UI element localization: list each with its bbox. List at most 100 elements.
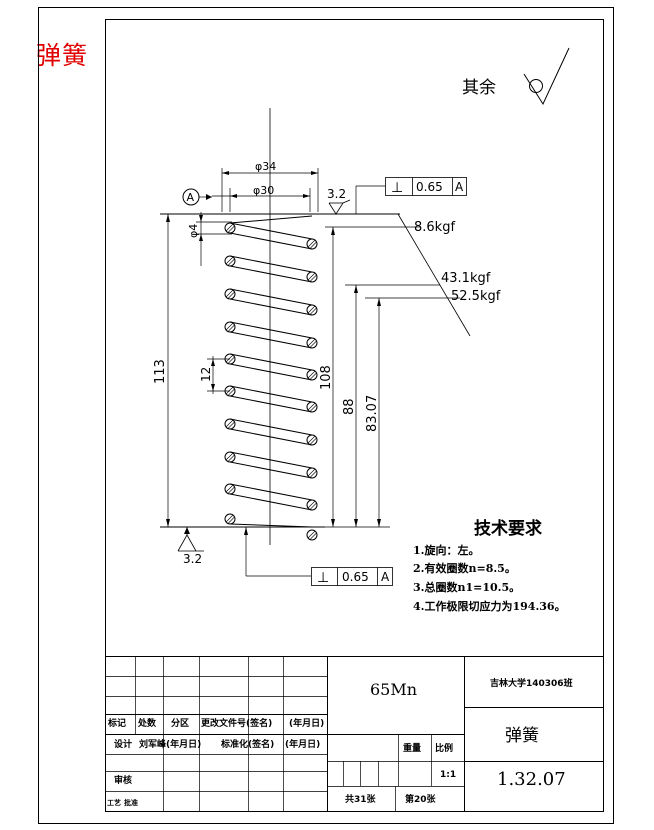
tb-review-label: 审核 <box>114 774 132 786</box>
tb-school: 吉林大学140306班 <box>490 677 573 689</box>
coil-strand <box>229 428 313 446</box>
tech-requirement-item: 3.总圈数n1=10.5。 <box>413 580 520 594</box>
tb-weight-label: 重量 <box>403 742 421 754</box>
tb-scale-label: 比例 <box>435 742 453 754</box>
coil-section-left <box>224 483 236 495</box>
coil-section-left <box>224 321 236 333</box>
coil-strand <box>229 493 313 511</box>
outer-diameter-text: φ34 <box>255 160 276 173</box>
coil-section-right <box>306 238 318 250</box>
page-title: 弹簧 <box>36 41 89 70</box>
tolerance-frame-top: ⊥ 0.65 A <box>355 177 467 214</box>
tb-date2-label: (年月日) <box>285 738 320 750</box>
tb-approve-label: 批准 <box>124 798 138 807</box>
coil-strand <box>229 353 313 371</box>
tb-change-doc-label: 更改文件号(签名) <box>201 717 272 729</box>
tolerance-top-symbol: ⊥ <box>391 180 403 196</box>
tolerance-top-value: 0.65 <box>416 180 443 194</box>
coil-strand <box>229 483 313 501</box>
tech-requirement-item: 1.旋向：左。 <box>413 543 479 557</box>
wire-diameter-text: φ4 <box>187 224 200 238</box>
coil-strand <box>229 255 313 273</box>
coil-strand <box>229 418 313 436</box>
inner-diameter-text: φ30 <box>253 184 274 197</box>
tb-part-name: 弹簧 <box>505 726 539 746</box>
tolerance-top-datum: A <box>455 180 464 194</box>
dimension-pitch: 12 <box>199 356 230 394</box>
inner-border <box>105 19 604 812</box>
tb-process-label: 工艺 <box>107 798 121 807</box>
dimension-wire-diameter: φ4 <box>187 212 232 266</box>
tb-date1-label: (年月日) <box>289 717 324 729</box>
coil-section-left <box>224 222 236 234</box>
coil-strand <box>229 288 313 306</box>
dimension-outer-diameter: φ34 <box>221 160 319 212</box>
tb-scale: 1:1 <box>440 770 456 780</box>
coil-strand <box>229 222 313 240</box>
dimension-lengths-right: 108 88 83.07 <box>319 226 460 528</box>
tb-designer-label: 刘军峰(年月日) <box>139 738 201 750</box>
coil-strand <box>229 298 313 316</box>
title-block-text: 标记 处数 分区 更改文件号(签名) (年月日) 设计 刘军峰(年月日) 标准化… <box>107 677 573 807</box>
coil-strand <box>229 461 313 479</box>
coil-section-right <box>306 467 318 479</box>
coil-strand <box>229 451 313 469</box>
free-length-text: 113 <box>153 359 168 384</box>
tb-zone-label: 分区 <box>171 717 189 729</box>
coil-section-right <box>306 529 318 541</box>
tb-sheet-no: 第20张 <box>405 793 437 805</box>
tolerance-bottom-symbol: ⊥ <box>317 570 329 586</box>
load-f3-text: 52.5kgf <box>451 289 501 304</box>
coil-section-right <box>306 304 318 316</box>
tb-material: 65Mn <box>370 680 417 699</box>
coil-section-right <box>306 499 318 511</box>
roughness-top-value: 3.2 <box>327 187 346 201</box>
coil-strand <box>229 265 313 283</box>
tolerance-bottom-value: 0.65 <box>342 570 369 584</box>
tech-requirements: 技术要求 1.旋向：左。 2.有效圈数n=8.5。 3.总圈数n1=10.5。 … <box>413 518 566 613</box>
tb-mark-label: 标记 <box>107 717 126 729</box>
tb-design-label: 设计 <box>114 738 132 750</box>
coil-section-right <box>306 271 318 283</box>
tb-count-label: 处数 <box>137 717 157 729</box>
coil-section-right <box>306 369 318 381</box>
tb-sheet-total: 共31张 <box>345 793 377 805</box>
tech-requirement-item: 2.有效圈数n=8.5。 <box>413 561 516 575</box>
dimension-inner-diameter: φ30 <box>212 184 311 212</box>
spring-coils <box>224 215 318 541</box>
roughness-bottom: 3.2 <box>177 527 204 566</box>
outer-border <box>38 7 614 824</box>
coil-end-strand <box>229 215 313 224</box>
coil-strand <box>229 395 313 413</box>
coil-section-left <box>224 255 236 267</box>
roughness-top: 3.2 <box>327 187 351 215</box>
tolerance-bottom-datum: A <box>381 570 390 584</box>
load-diagram: 8.6kgf 43.1kgf 52.5kgf <box>397 213 501 337</box>
datum-marker: A <box>182 188 212 206</box>
tb-drawing-no: 1.32.07 <box>497 769 566 790</box>
roughness-general-label: 其余 <box>462 78 496 98</box>
coil-strand <box>229 321 313 339</box>
dimension-free-length: 113 <box>153 214 170 527</box>
roughness-check-symbol <box>523 47 570 106</box>
roughness-bottom-value: 3.2 <box>183 552 202 566</box>
datum-letter: A <box>187 191 195 204</box>
coil-strand <box>229 363 313 381</box>
title-block <box>105 656 603 811</box>
tolerance-frame-bottom: ⊥ 0.65 A <box>244 527 393 586</box>
pitch-text: 12 <box>199 367 213 382</box>
load-f1-text: 8.6kgf <box>414 220 455 235</box>
coil-strand <box>229 232 313 250</box>
coil-section-left <box>224 451 236 463</box>
length-2-text: 88 <box>342 398 357 415</box>
coil-section-left <box>224 418 236 430</box>
roughness-general: 其余 <box>462 47 570 106</box>
length-3-text: 83.07 <box>365 395 380 432</box>
coil-section-right <box>306 434 318 446</box>
coil-section-left <box>224 513 236 525</box>
tech-requirement-item: 4.工作极限切应力为194.36。 <box>413 599 566 613</box>
coil-section-right <box>306 401 318 413</box>
tech-requirements-title: 技术要求 <box>474 518 542 539</box>
coil-section-left <box>224 288 236 300</box>
